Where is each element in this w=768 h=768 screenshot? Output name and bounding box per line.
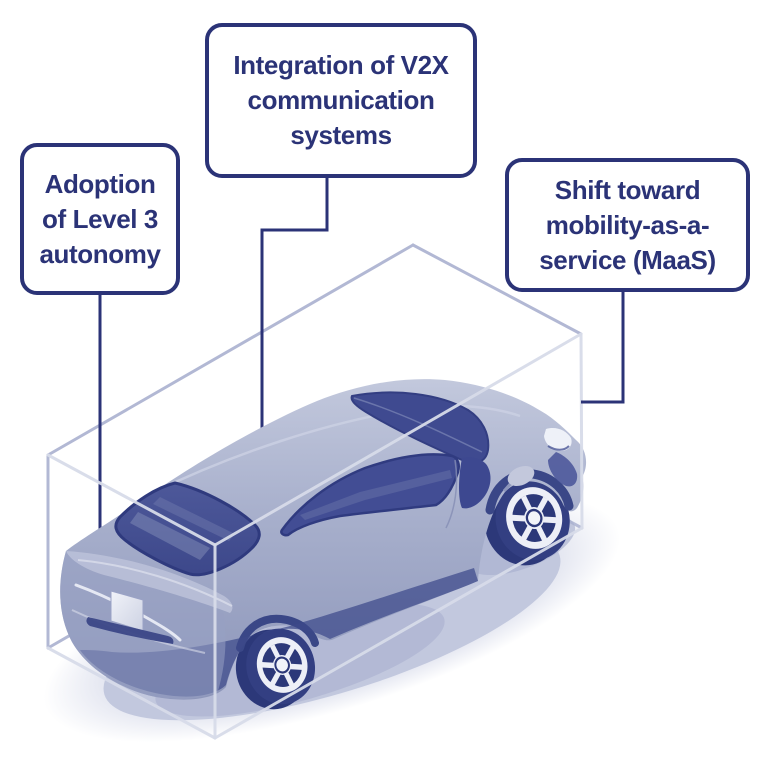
- taillight-right: [138, 612, 182, 642]
- box-edge-back-right: [411, 243, 583, 336]
- wireframe-box-front-edges: [46, 332, 584, 740]
- callout-line: Shift toward: [554, 174, 701, 205]
- front-wheel: [484, 478, 570, 566]
- door-seam: [445, 459, 458, 529]
- rear-wheel: [235, 628, 316, 710]
- rear-wheel-arch: [236, 614, 319, 652]
- sedan-car: [60, 379, 587, 710]
- box-edge-bottom-front-left: [46, 646, 217, 740]
- box-edge-bottom-front-right: [213, 526, 584, 740]
- trunk-highlight: [66, 551, 233, 613]
- callout-line: mobility-as-a-: [545, 209, 710, 240]
- callout-line: systems: [290, 120, 392, 150]
- callout-v2x-integration: Integration of V2X communication systems: [205, 23, 477, 178]
- callout-level3-autonomy: Adoption of Level 3 autonomy: [20, 143, 180, 295]
- rear-window-streak: [130, 512, 210, 560]
- headlight-inner-line: [547, 445, 570, 451]
- side-window-streak: [300, 470, 452, 520]
- callout-line: service (MaaS): [539, 244, 716, 275]
- front-fascia: [548, 452, 578, 487]
- side-window-main: [280, 453, 460, 537]
- box-edge-top-front-right: [213, 332, 583, 547]
- headlight: [544, 428, 572, 451]
- callout-line: Integration of V2X: [233, 50, 449, 80]
- connector-v2x: [260, 178, 329, 445]
- bumper-recess: [86, 617, 174, 644]
- side-window-front: [459, 457, 491, 509]
- callout-line: Adoption: [44, 168, 156, 199]
- box-edge-right-vertical: [579, 332, 584, 530]
- rear-window-streak: [153, 497, 235, 541]
- callout-maas-shift: Shift toward mobility-as-a- service (Maa…: [505, 158, 750, 292]
- callout-line: autonomy: [39, 238, 161, 269]
- side-windows: [280, 453, 491, 537]
- side-mirror: [502, 465, 535, 492]
- box-edge-top-front-left: [46, 453, 217, 547]
- connector-maas: [581, 292, 625, 404]
- callout-line: of Level 3: [42, 203, 158, 234]
- roof-glass-seam: [353, 397, 483, 453]
- callout-line: communication: [247, 85, 435, 115]
- box-edge-back-left: [46, 243, 415, 457]
